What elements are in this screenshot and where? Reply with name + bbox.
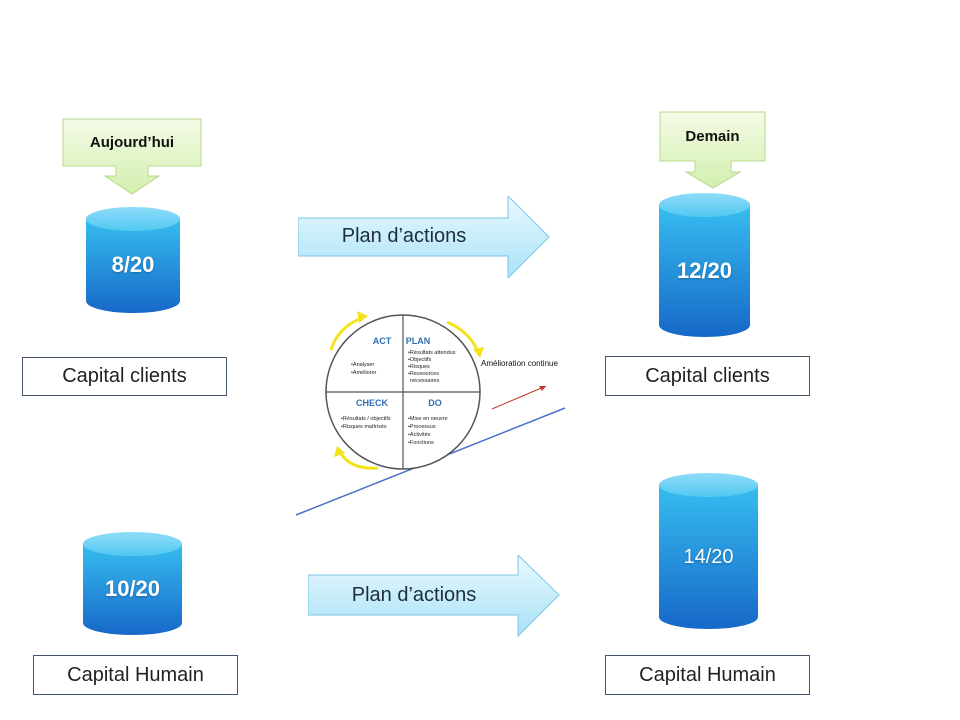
action-plan-arrow-bottom: Plan d’actions — [307, 553, 560, 638]
tomorrow-humain-label: Capital Humain — [605, 655, 810, 695]
pdca-check-title: CHECK — [356, 398, 389, 408]
pdca-plan-title: PLAN — [406, 336, 431, 346]
pdca-plan-item: nécessaires — [410, 378, 440, 384]
tomorrow-humain-cylinder: 14/20 — [659, 473, 758, 629]
rotation-arrowhead-icon — [334, 446, 345, 457]
action-plan-label-top: Plan d’actions — [341, 225, 467, 247]
rotation-arrow-icon — [329, 316, 480, 470]
block-arrow-shape — [297, 194, 550, 280]
rotation-arrowhead-icon — [357, 311, 368, 323]
today-callout: Aujourd’hui — [62, 118, 203, 195]
continuous-improvement-label: Amélioration continue — [481, 359, 558, 368]
today-callout-label: Aujourd’hui — [89, 134, 175, 151]
cylinder-shape — [86, 207, 180, 313]
pdca-plan-item: •Risques — [408, 364, 430, 370]
rotation-arrowhead-icon — [473, 347, 484, 358]
pdca-do-item: •Fonctions — [408, 440, 434, 446]
improvement-arrow-icon — [491, 385, 547, 410]
today-clients-label: Capital clients — [22, 357, 227, 396]
pdca-wheel — [325, 314, 481, 470]
action-plan-arrow-top: Plan d’actions — [297, 194, 550, 280]
today-clients-score: 8/20 — [111, 252, 155, 277]
pdca-do-item: •Processus — [408, 424, 436, 430]
tomorrow-clients-score: 12/20 — [676, 258, 733, 283]
today-clients-cylinder: 8/20 — [86, 207, 180, 313]
pdca-do-item: •Activités — [408, 432, 431, 438]
pdca-act-item: •Analyser — [351, 362, 374, 368]
pdca-act-item: •Améliorer — [351, 370, 377, 376]
pdca-act-title: ACT — [373, 336, 392, 346]
cylinder-shape — [659, 193, 750, 337]
tomorrow-callout: Demain — [659, 111, 768, 189]
tomorrow-callout-label: Demain — [685, 128, 740, 145]
action-plan-label-bottom: Plan d’actions — [351, 584, 477, 606]
callout-pointer-shape — [659, 111, 766, 189]
today-humain-label: Capital Humain — [33, 655, 238, 695]
pdca-plan-item: •Objectifs — [408, 357, 432, 363]
today-humain-cylinder: 10/20 — [83, 532, 182, 635]
tomorrow-humain-score: 14/20 — [683, 546, 734, 568]
block-arrow-shape — [307, 553, 560, 638]
pdca-check-item: •Résultats / objectifs — [341, 416, 391, 422]
pdca-plan-item: •Résultats attendus — [408, 350, 456, 356]
cylinder-shape — [83, 532, 182, 635]
improvement-ramp-line — [295, 407, 566, 516]
pdca-check-item: •Risques maîtrisés — [341, 424, 387, 430]
cylinder-shape — [659, 473, 758, 629]
tomorrow-clients-cylinder: 12/20 — [659, 193, 750, 337]
tomorrow-clients-label: Capital clients — [605, 356, 810, 396]
callout-pointer-shape — [62, 118, 202, 195]
pdca-do-title: DO — [428, 398, 442, 408]
today-humain-score: 10/20 — [104, 576, 161, 601]
pdca-plan-item: •Ressources — [408, 371, 439, 377]
pdca-do-item: •Mise en oeuvre — [408, 416, 448, 422]
